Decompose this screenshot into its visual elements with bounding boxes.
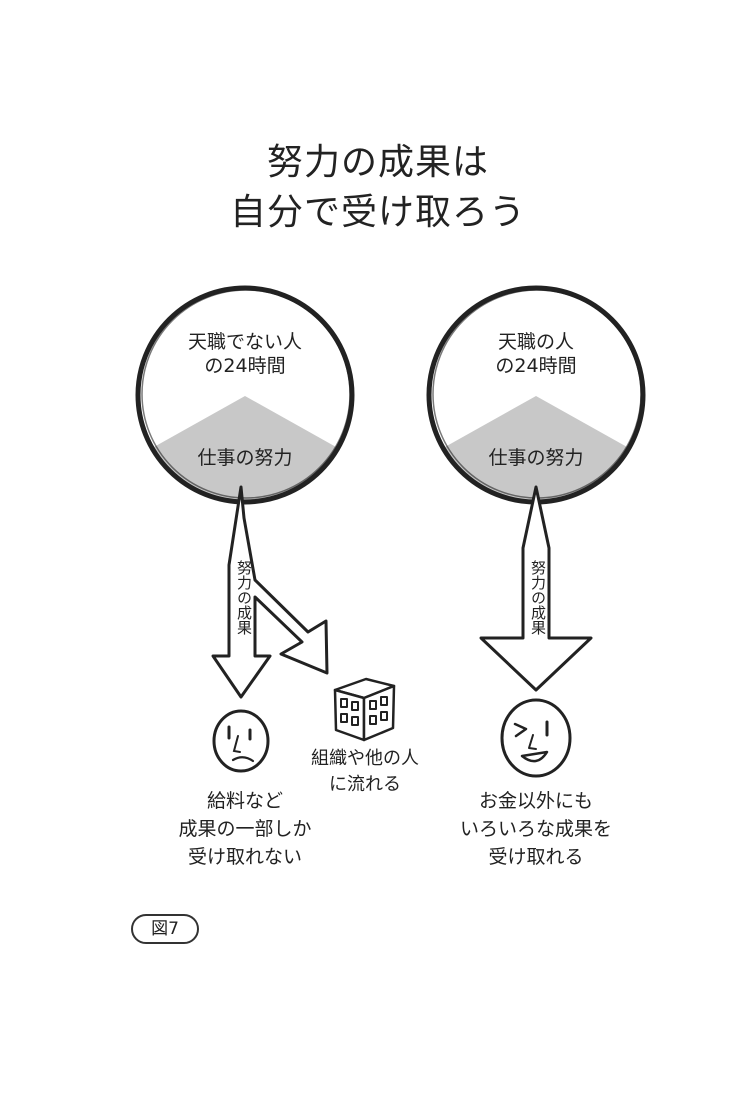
sad-face-icon <box>212 709 270 773</box>
right-caption-line-2: いろいろな成果を <box>459 818 612 840</box>
right-arrow-label: 努力の成果 <box>529 560 547 635</box>
figure-label: 図7 <box>131 914 199 944</box>
title-line-2: 自分で受け取ろう <box>229 192 526 233</box>
happy-face-icon <box>500 698 572 778</box>
left-split-arrow <box>211 485 329 699</box>
left-caption: 給料など 成果の一部しか 受け取れない <box>155 787 335 871</box>
left-circle-label-line-2: の24時間 <box>204 355 286 377</box>
org-label-line-1: 組織や他の人 <box>311 748 419 769</box>
right-time-circle <box>426 285 646 505</box>
page-title: 努力の成果は 自分で受け取ろう <box>0 138 756 238</box>
right-caption-line-3: 受け取れる <box>488 846 584 868</box>
right-effort-label: 仕事の努力 <box>488 447 584 469</box>
building-icon <box>333 677 396 742</box>
left-caption-line-2: 成果の一部しか <box>178 818 312 840</box>
left-effort-label: 仕事の努力 <box>197 447 293 469</box>
left-arrow-label: 努力の成果 <box>235 560 253 635</box>
right-arrow <box>479 485 593 692</box>
right-caption-line-1: お金以外にも <box>478 790 593 812</box>
left-time-circle <box>135 285 355 505</box>
left-circle-label-line-1: 天職でない人 <box>187 331 302 353</box>
right-circle-label: 天職の人 の24時間 <box>456 330 616 378</box>
left-caption-line-1: 給料など <box>206 790 283 812</box>
left-effort-area <box>145 396 345 502</box>
org-label: 組織や他の人 に流れる <box>290 746 440 798</box>
org-label-line-2: に流れる <box>329 774 401 795</box>
right-circle-label-line-1: 天職の人 <box>497 331 574 353</box>
title-line-1: 努力の成果は <box>266 142 489 183</box>
left-circle-label: 天職でない人 の24時間 <box>165 330 325 378</box>
left-caption-line-3: 受け取れない <box>187 846 302 868</box>
right-circle-label-line-2: の24時間 <box>495 355 577 377</box>
right-effort-area <box>436 396 636 502</box>
right-caption: お金以外にも いろいろな成果を 受け取れる <box>446 787 626 871</box>
